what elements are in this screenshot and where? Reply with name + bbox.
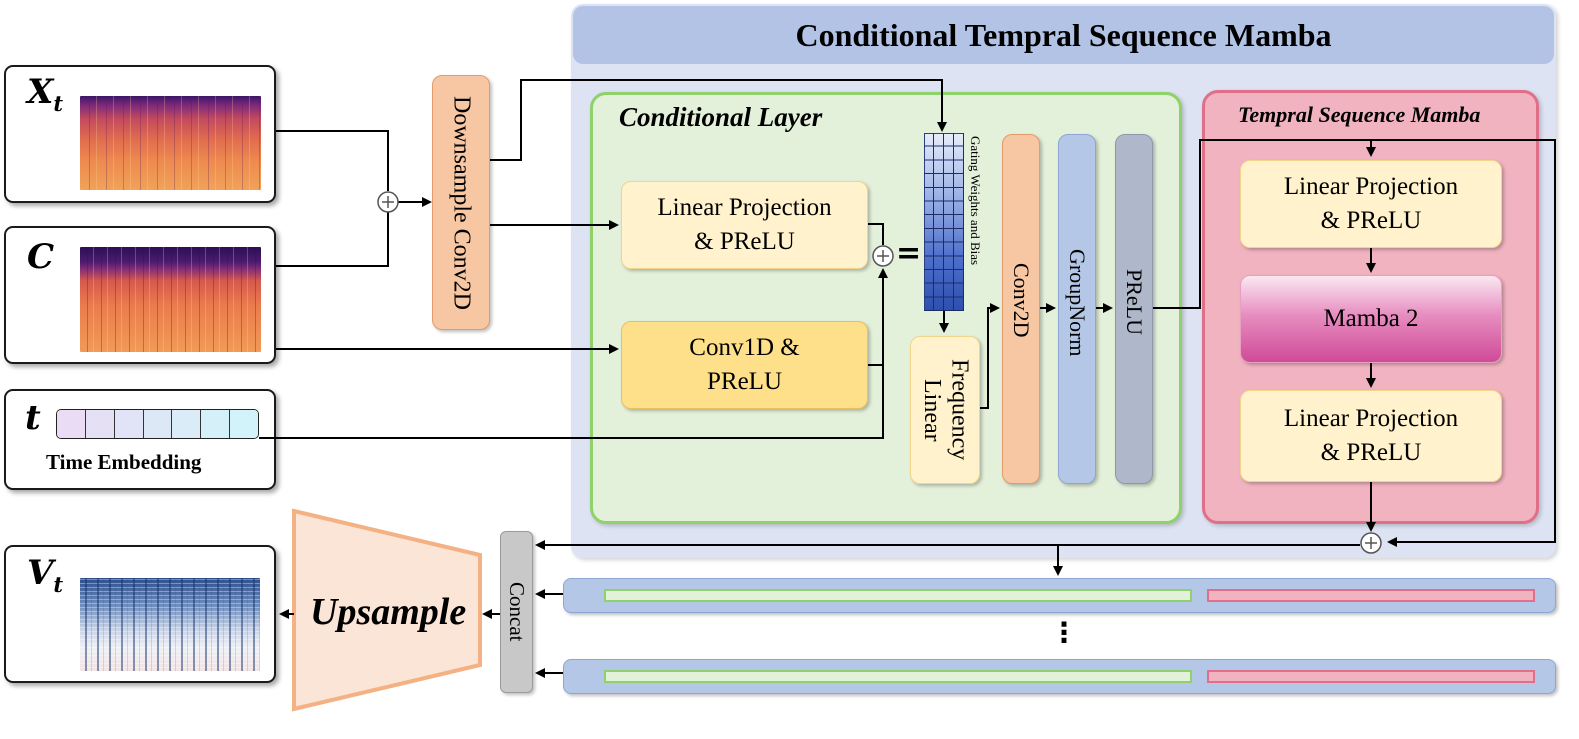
conv1d-prelu-block: Conv1D & PReLU (621, 321, 868, 409)
upsample-block (292, 508, 482, 712)
tsm-lp-bot-line2: & PReLU (1320, 439, 1422, 466)
stacked-layer-n-tsm (1207, 670, 1535, 683)
equals-sign: = (896, 236, 922, 271)
c-spectrogram (80, 247, 261, 352)
plus-circle-residual (1360, 532, 1382, 554)
mamba2-block: Mamba 2 (1240, 275, 1502, 363)
gating-weights-label: Gating Weights and Bias (968, 136, 983, 266)
vertical-ellipsis: ⋮ (1050, 616, 1078, 649)
plus-circle-conditional (872, 245, 894, 267)
tsm-lp-top-line1: Linear Projection (1283, 173, 1459, 201)
conv1d-line1: Conv1D & (689, 334, 800, 362)
conv2d-block: Conv2D (1002, 134, 1040, 484)
tsm-title: Tempral Sequence Mamba (1238, 102, 1481, 127)
conditional-layer-title: Conditional Layer (619, 102, 823, 132)
xt-label: Xt (27, 72, 64, 116)
downsample-label: Downsample Conv2D (448, 95, 475, 310)
tsm-linear-projection-top: Linear Projection & PReLU (1240, 160, 1502, 248)
stacked-layer-1-cond (604, 589, 1192, 602)
concat-label: Concat (505, 582, 529, 642)
vt-spectrogram (80, 578, 260, 671)
tsm-lp-top-line2: & PReLU (1320, 207, 1422, 234)
ctsm-title: Conditional Tempral Sequence Mamba (795, 16, 1332, 53)
prelu-label: PReLU (1122, 269, 1147, 335)
conv2d-label: Conv2D (1009, 263, 1034, 338)
time-embedding-vector (56, 409, 259, 439)
stacked-layer-1-tsm (1207, 589, 1535, 602)
tsm-lp-bot-line1: Linear Projection (1283, 405, 1459, 433)
c-label: C (27, 237, 55, 277)
frequency-linear-block: Frequency Linear (910, 336, 980, 484)
linear-projection-line1: Linear Projection (657, 194, 832, 222)
frequency-linear-label: Frequency Linear (919, 359, 973, 461)
linear-projection-line2: & PReLU (694, 228, 795, 255)
stacked-layer-n-cond (604, 670, 1192, 683)
groupnorm-block: GroupNorm (1058, 134, 1096, 484)
mamba2-label: Mamba 2 (1323, 305, 1419, 332)
conv1d-line2: PReLU (707, 368, 782, 395)
groupnorm-label: GroupNorm (1065, 249, 1090, 357)
vt-label: Vt (27, 553, 64, 597)
linear-projection-block: Linear Projection & PReLU (621, 181, 868, 269)
downsample-conv2d-block: Downsample Conv2D (432, 75, 490, 330)
tsm-linear-projection-bottom: Linear Projection & PReLU (1240, 390, 1502, 482)
plus-circle-input (377, 191, 399, 213)
ctsm-title-bar: Conditional Tempral Sequence Mamba (573, 6, 1554, 64)
time-embedding-label: Time Embedding (46, 450, 202, 474)
input-t-card (4, 389, 276, 490)
xt-spectrogram (80, 96, 261, 190)
t-label: t (25, 398, 41, 438)
prelu-block: PReLU (1115, 134, 1153, 484)
upsample-label: Upsample (310, 591, 467, 633)
concat-block: Concat (500, 531, 533, 693)
